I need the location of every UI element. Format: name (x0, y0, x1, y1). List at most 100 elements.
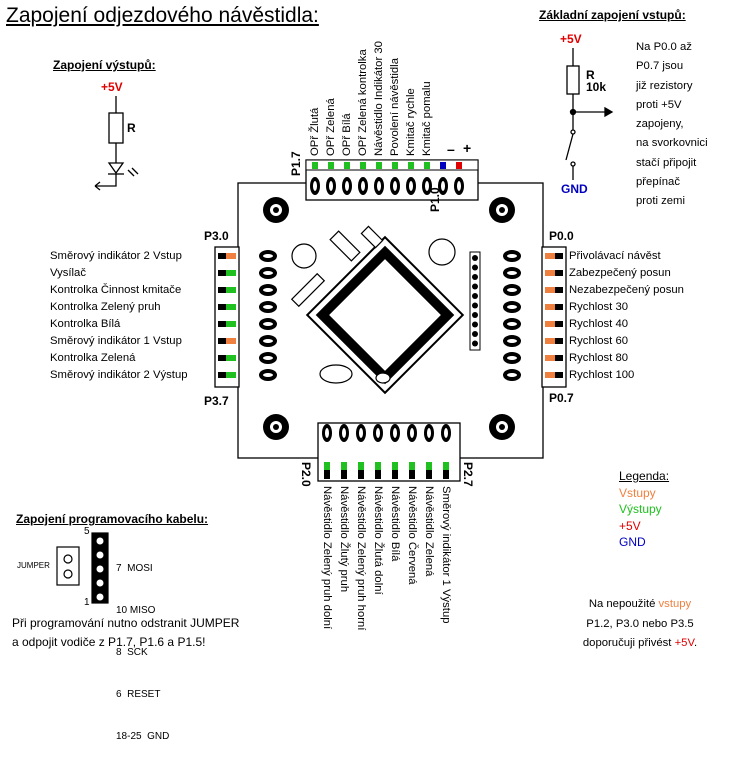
bottom-pin-body (375, 470, 381, 479)
left-pin-hole (263, 356, 273, 360)
left-pin-marker (226, 372, 236, 378)
right-pin-hole (507, 322, 517, 326)
bottom-pin-hole (427, 428, 431, 438)
port-p20-label: P2.0 (299, 462, 313, 487)
left-port-label: Kontrolka Bílá (50, 318, 121, 330)
top-port-label: Povolení návěstidla (389, 58, 401, 156)
bottom-pin-marker (426, 462, 432, 470)
left-pin-marker (226, 304, 236, 310)
top-pin-hole (409, 181, 413, 191)
left-pin-hole (263, 305, 273, 309)
bottom-pin-marker (443, 462, 449, 470)
bottom-pin-marker (341, 462, 347, 470)
port-p17-label: P1.7 (289, 151, 303, 176)
right-port-label: Rychlost 100 (569, 369, 635, 381)
bottom-pin-body (443, 470, 449, 479)
programming-note: Při programování nutno odstranit JUMPER … (12, 614, 239, 652)
left-pin-body (218, 270, 226, 276)
isp-pin (472, 264, 478, 271)
right-pin-marker (545, 304, 555, 310)
left-pin-hole (263, 254, 273, 258)
unused-note: Na nepoužité vstupy P1.2, P3.0 nebo P3.5… (555, 595, 725, 654)
chip-pin (390, 274, 398, 282)
left-port-label: Směrový indikátor 1 Vstup (50, 335, 182, 347)
bottom-pin-hole (376, 428, 380, 438)
bottom-pin-body (392, 470, 398, 479)
top-port-label: OPř Zelená (325, 98, 337, 156)
plus-label: + (463, 140, 472, 156)
chip-pin (381, 264, 389, 272)
output-schematic (94, 96, 139, 191)
top-port-label: OPř Bílá (341, 113, 353, 156)
isp-pin (472, 274, 478, 280)
legend-title: Legenda: (619, 469, 670, 483)
inputs-resistor-value: 10k (586, 80, 607, 94)
right-pin-hole (507, 339, 517, 343)
inputs-ground: GND (561, 182, 588, 196)
isp-pin (472, 283, 478, 290)
top-pin-marker (376, 162, 382, 169)
chip-pin (409, 292, 417, 300)
right-pin-body (555, 355, 563, 361)
chip-pin (353, 292, 361, 300)
inputs-note-line: proti +5V (636, 98, 682, 111)
top-port-label: Kmitač rychle (405, 88, 417, 156)
top-pin-marker (392, 162, 398, 169)
top-pin-hole (441, 181, 445, 191)
inputs-note-line: zapojeny, (636, 118, 684, 131)
isp-pin (472, 312, 478, 318)
programming-pin: 10 MISO (116, 605, 156, 616)
right-port-label: Nezabezpečený posun (569, 284, 684, 296)
left-pin-body (218, 321, 226, 327)
port-p00-label: P0.0 (549, 229, 574, 243)
port-p27-label: P2.7 (461, 462, 475, 487)
chip-pin (362, 339, 370, 347)
top-pin-marker (424, 162, 430, 169)
bottom-port-label: Návěstidlo Zelený pruh dolní (321, 486, 333, 630)
prog-pin (96, 551, 104, 559)
inputs-supply: +5V (560, 32, 582, 46)
port-p30-label: P3.0 (204, 229, 229, 243)
inputs-note-line: stačí připojit (636, 156, 697, 169)
left-pin-marker (226, 321, 236, 327)
bottom-pin-body (324, 470, 330, 479)
bottom-port-label: Návěstidlo Bílá (389, 486, 401, 562)
right-pin-body (555, 253, 563, 259)
top-pin-marker (344, 162, 350, 169)
port-p37-label: P3.7 (204, 394, 229, 408)
inputs-note-line: P0.7 jsou (636, 60, 684, 73)
top-port-label: Kmitač pomalu (421, 81, 433, 156)
left-port-label: Směrový indikátor 2 Výstup (50, 369, 188, 381)
right-pin-marker (545, 253, 555, 259)
bottom-pin-hole (342, 428, 346, 438)
mounting-holes (263, 197, 515, 440)
unused-note-text: Na nepoužité (588, 598, 659, 610)
bottom-port-label: Návěstidlo Zelená (423, 486, 435, 577)
bottom-pin-marker (375, 462, 381, 470)
pin-top-label: 5 (84, 526, 90, 537)
unused-note-dot: . (693, 637, 698, 649)
right-pin-marker (545, 270, 555, 276)
left-pin-marker (226, 253, 236, 259)
legend: Legenda: Vstupy Výstupy +5V GND (619, 468, 669, 551)
top-pin-hole (377, 181, 381, 191)
left-pin-hole (263, 288, 273, 292)
port-p07-label: P0.7 (549, 391, 574, 405)
left-port-label: Vysílač (50, 267, 86, 279)
left-port-label: Kontrolka Zelený pruh (50, 301, 161, 313)
page-title: Zapojení odjezdového návěstidla: (6, 4, 319, 27)
port-p10-label: P1.0 (428, 187, 442, 212)
left-pin-marker (226, 338, 236, 344)
inputs-note-line: přepínač (636, 176, 680, 189)
chip-pin (428, 311, 436, 319)
left-pin-hole (263, 339, 273, 343)
inputs-resistor: R (586, 68, 595, 82)
prog-pin (96, 579, 104, 587)
left-pin-marker (226, 287, 236, 293)
top-port-label: OPř Zelená kontrolka (357, 49, 369, 156)
left-pin-body (218, 355, 226, 361)
left-pin-body (218, 338, 226, 344)
legend-inputs: Vstupy (619, 485, 656, 500)
isp-pin (472, 321, 478, 328)
right-port-label: Rychlost 30 (569, 301, 629, 313)
